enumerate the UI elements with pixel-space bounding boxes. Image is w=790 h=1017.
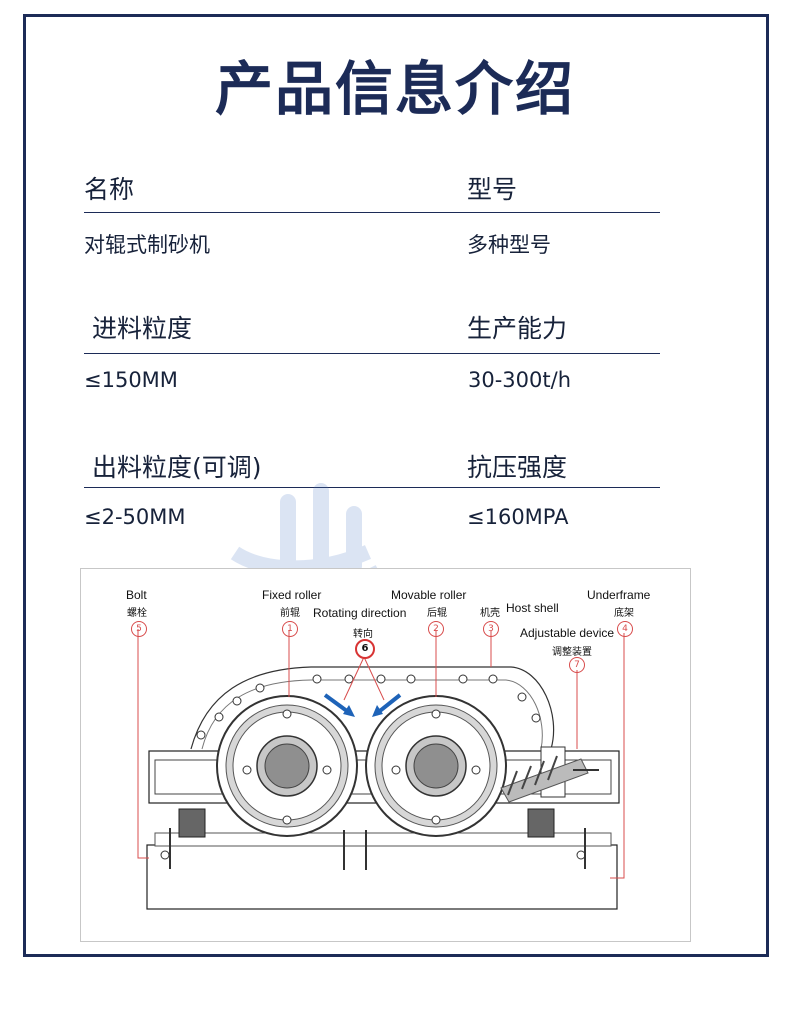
spec-value-name: 对辊式制砂机: [84, 233, 210, 257]
spec-label-name: 名称: [84, 175, 135, 204]
host-shell-label-cn: 机壳: [480, 608, 500, 619]
movable-roller-label-en: Movable roller: [391, 588, 467, 602]
spec-label-compressive-strength: 抗压强度: [467, 453, 568, 482]
spec-label-output-size: 出料粒度(可调): [92, 453, 262, 482]
underframe-label-cn: 底架: [614, 608, 634, 619]
adjustable-device-label-cn: 调整装置: [552, 647, 592, 658]
divider-row-2: [84, 353, 660, 354]
divider-row-1: [84, 212, 660, 213]
machine-diagram-drawing: [137, 629, 625, 910]
underframe-label-en: Underframe: [587, 588, 651, 602]
spec-label-model: 型号: [467, 175, 518, 204]
host-shell-number-badge: 3: [483, 621, 499, 637]
page-title: 产品信息介绍: [214, 55, 575, 123]
adjustable-device-label-en: Adjustable device: [520, 626, 615, 640]
movable-roller-label-cn: 后辊: [427, 608, 447, 619]
spec-label-capacity: 生产能力: [467, 314, 568, 343]
spec-value-capacity: 30-300t/h: [468, 368, 572, 392]
fixed-roller-number-badge: 1: [282, 621, 298, 637]
machine-structure-diagram: Bolt 螺栓 5 Fixed roller 前辊 1 Rotating dir…: [80, 568, 691, 942]
spec-value-feed-size: ≤150MM: [84, 368, 178, 392]
adjustable-device-number-badge: 7: [569, 657, 585, 673]
host-shell-label-en: Host shell: [506, 601, 559, 615]
bolt-number-badge: 5: [131, 621, 147, 637]
rotating-direction-label-cn: 转向: [353, 629, 373, 640]
spec-value-compressive-strength: ≤160MPA: [467, 505, 569, 529]
spec-value-output-size: ≤2-50MM: [84, 505, 186, 529]
divider-row-3: [84, 487, 660, 488]
rotating-direction-number-badge: 6: [355, 639, 375, 659]
spec-label-feed-size: 进料粒度: [92, 314, 193, 343]
underframe-number-badge: 4: [617, 621, 633, 637]
spec-value-model: 多种型号: [467, 233, 551, 257]
bolt-label-en: Bolt: [126, 588, 147, 602]
rotating-direction-label-en: Rotating direction: [313, 606, 407, 620]
bolt-label-cn: 螺栓: [127, 608, 147, 619]
movable-roller-number-badge: 2: [428, 621, 444, 637]
fixed-roller-label-cn: 前辊: [280, 608, 300, 619]
fixed-roller-label-en: Fixed roller: [262, 588, 322, 602]
